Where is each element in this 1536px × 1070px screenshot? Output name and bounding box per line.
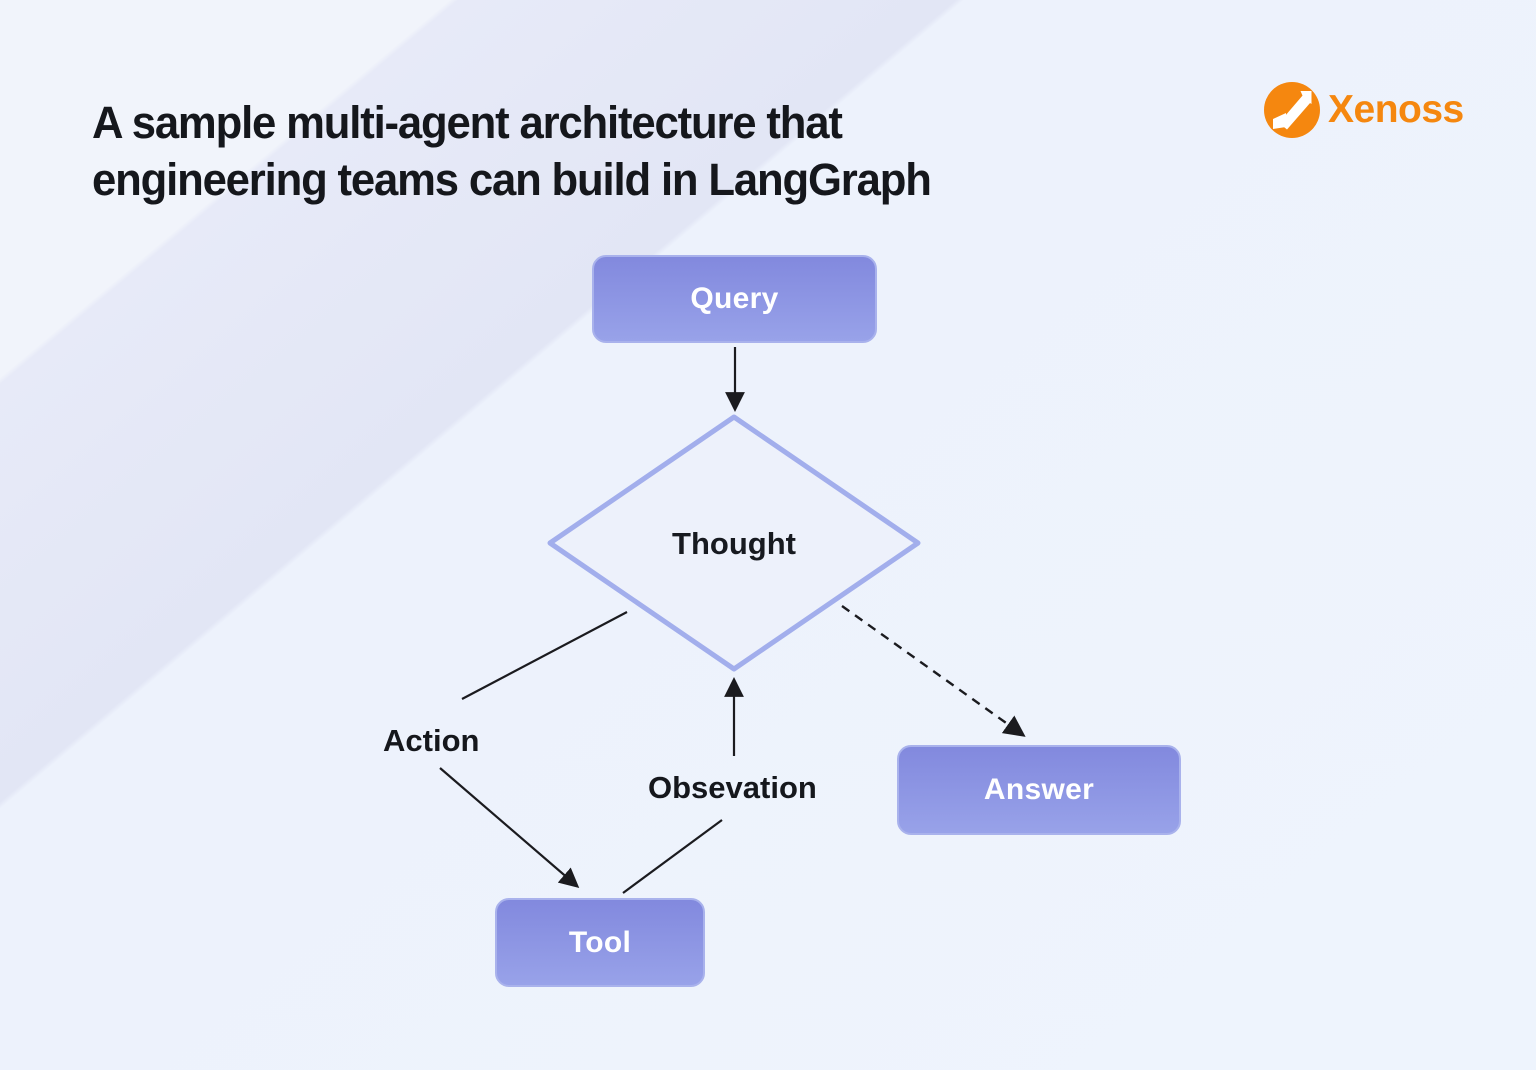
edge-action-to-tool (439, 767, 580, 888)
edge-tool-to-obsevation (622, 819, 723, 894)
thought-diamond (547, 414, 921, 672)
edge-thought-to-action (461, 611, 628, 700)
edge-label-obsevation: Obsevation (648, 770, 817, 805)
page-title: A sample multi-agent architecture that e… (92, 94, 1101, 208)
page-title-line-2: engineering teams can build in LangGraph (92, 154, 932, 206)
node-query: Query (592, 255, 877, 343)
xenoss-logo: Xenoss (1264, 82, 1464, 138)
edge-label-action: Action (383, 723, 480, 758)
node-answer-label: Answer (983, 773, 1095, 806)
xenoss-logo-icon (1264, 82, 1320, 138)
node-answer: Answer (897, 745, 1181, 835)
edge-thought-to-answer-dashed (841, 605, 1026, 737)
node-thought-label: Thought (672, 526, 796, 561)
node-tool: Tool (495, 898, 705, 987)
node-query-label: Query (690, 282, 779, 315)
page-title-line-1: A sample multi-agent architecture that (92, 97, 843, 149)
xenoss-logo-text: Xenoss (1328, 88, 1464, 131)
node-tool-label: Tool (568, 925, 632, 959)
